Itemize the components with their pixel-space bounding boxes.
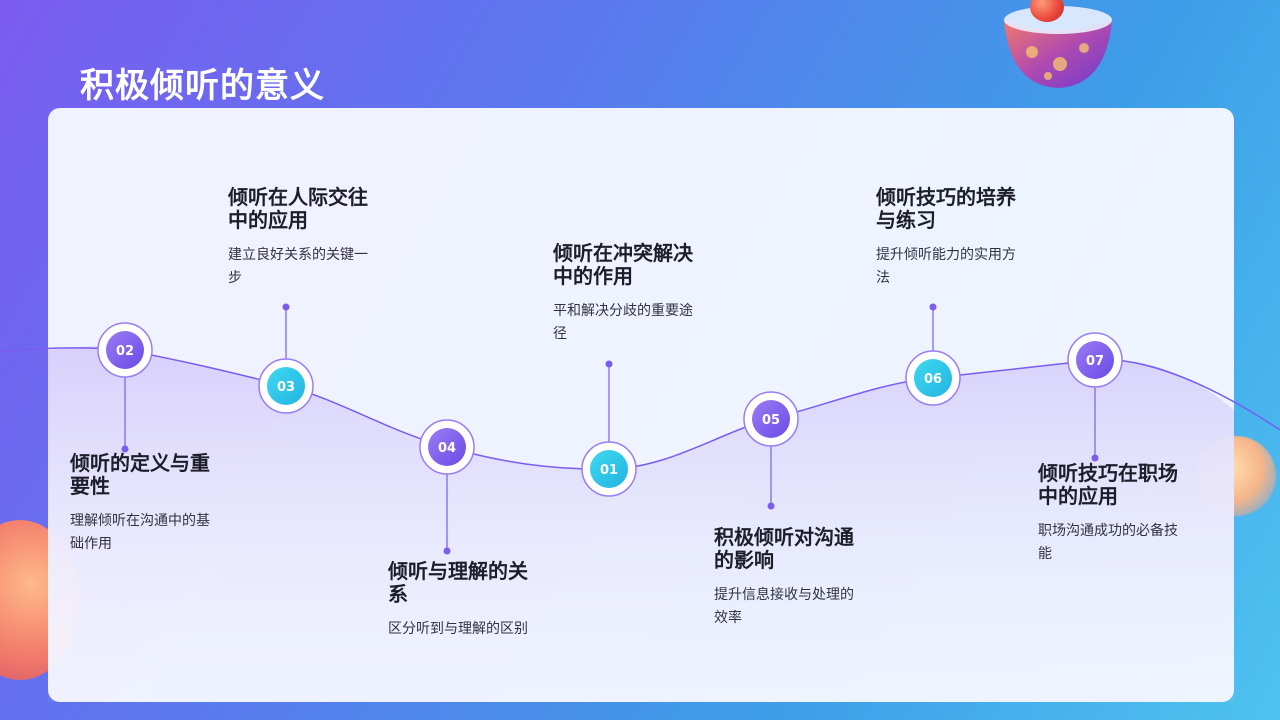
item-01: 倾听在冲突解决中的作用 平和解决分歧的重要途径 [553,242,693,346]
item-05: 积极倾听对沟通的影响 提升信息接收与处理的效率 [714,526,859,630]
timeline-node-03: 03 [258,358,314,414]
item-desc: 理解倾听在沟通中的基础作用 [70,513,210,552]
connector-dot-05 [767,502,775,510]
node-number: 03 [277,380,295,395]
decorative-ball [1030,0,1064,22]
connector-dot-03 [282,303,290,311]
item-04: 倾听与理解的关系 区分听到与理解的区别 [388,560,528,641]
node-number: 06 [924,372,942,387]
item-desc: 职场沟通成功的必备技能 [1038,523,1178,562]
timeline-node-06: 06 [905,350,961,406]
item-desc: 提升倾听能力的实用方法 [876,247,1016,286]
timeline-area [48,346,1234,702]
item-title: 倾听在人际交往中的应用 [228,185,368,232]
item-desc: 提升信息接收与处理的效率 [714,587,854,626]
item-title: 积极倾听对沟通的影响 [714,525,854,572]
connector-dot-07 [1091,454,1099,462]
item-title: 倾听与理解的关系 [388,559,528,606]
item-title: 倾听技巧在职场中的应用 [1038,461,1178,508]
item-desc: 建立良好关系的关键一步 [228,247,368,286]
connector-dot-04 [443,547,451,555]
item-03: 倾听在人际交往中的应用 建立良好关系的关键一步 [228,186,368,290]
page-title: 积极倾听的意义 [80,66,325,106]
item-06: 倾听技巧的培养与练习 提升倾听能力的实用方法 [876,186,1016,290]
item-title: 倾听在冲突解决中的作用 [553,241,693,288]
connector-dot-02 [121,445,129,453]
item-title: 倾听的定义与重要性 [70,451,210,498]
timeline-node-05: 05 [743,391,799,447]
node-number: 05 [762,413,780,428]
item-title: 倾听技巧的培养与练习 [876,185,1016,232]
item-desc: 区分听到与理解的区别 [388,621,528,637]
item-07: 倾听技巧在职场中的应用 职场沟通成功的必备技能 [1038,462,1178,566]
connector-dot-01 [605,360,613,368]
timeline-node-04: 04 [419,419,475,475]
node-number: 04 [438,441,456,456]
connector-dot-06 [929,303,937,311]
node-number: 07 [1086,354,1104,369]
item-02: 倾听的定义与重要性 理解倾听在沟通中的基础作用 [70,452,210,556]
item-desc: 平和解决分歧的重要途径 [553,303,693,342]
node-number: 01 [600,463,618,478]
timeline-node-02: 02 [97,322,153,378]
timeline-node-07: 07 [1067,332,1123,388]
timeline-node-01: 01 [581,441,637,497]
node-number: 02 [116,344,134,359]
